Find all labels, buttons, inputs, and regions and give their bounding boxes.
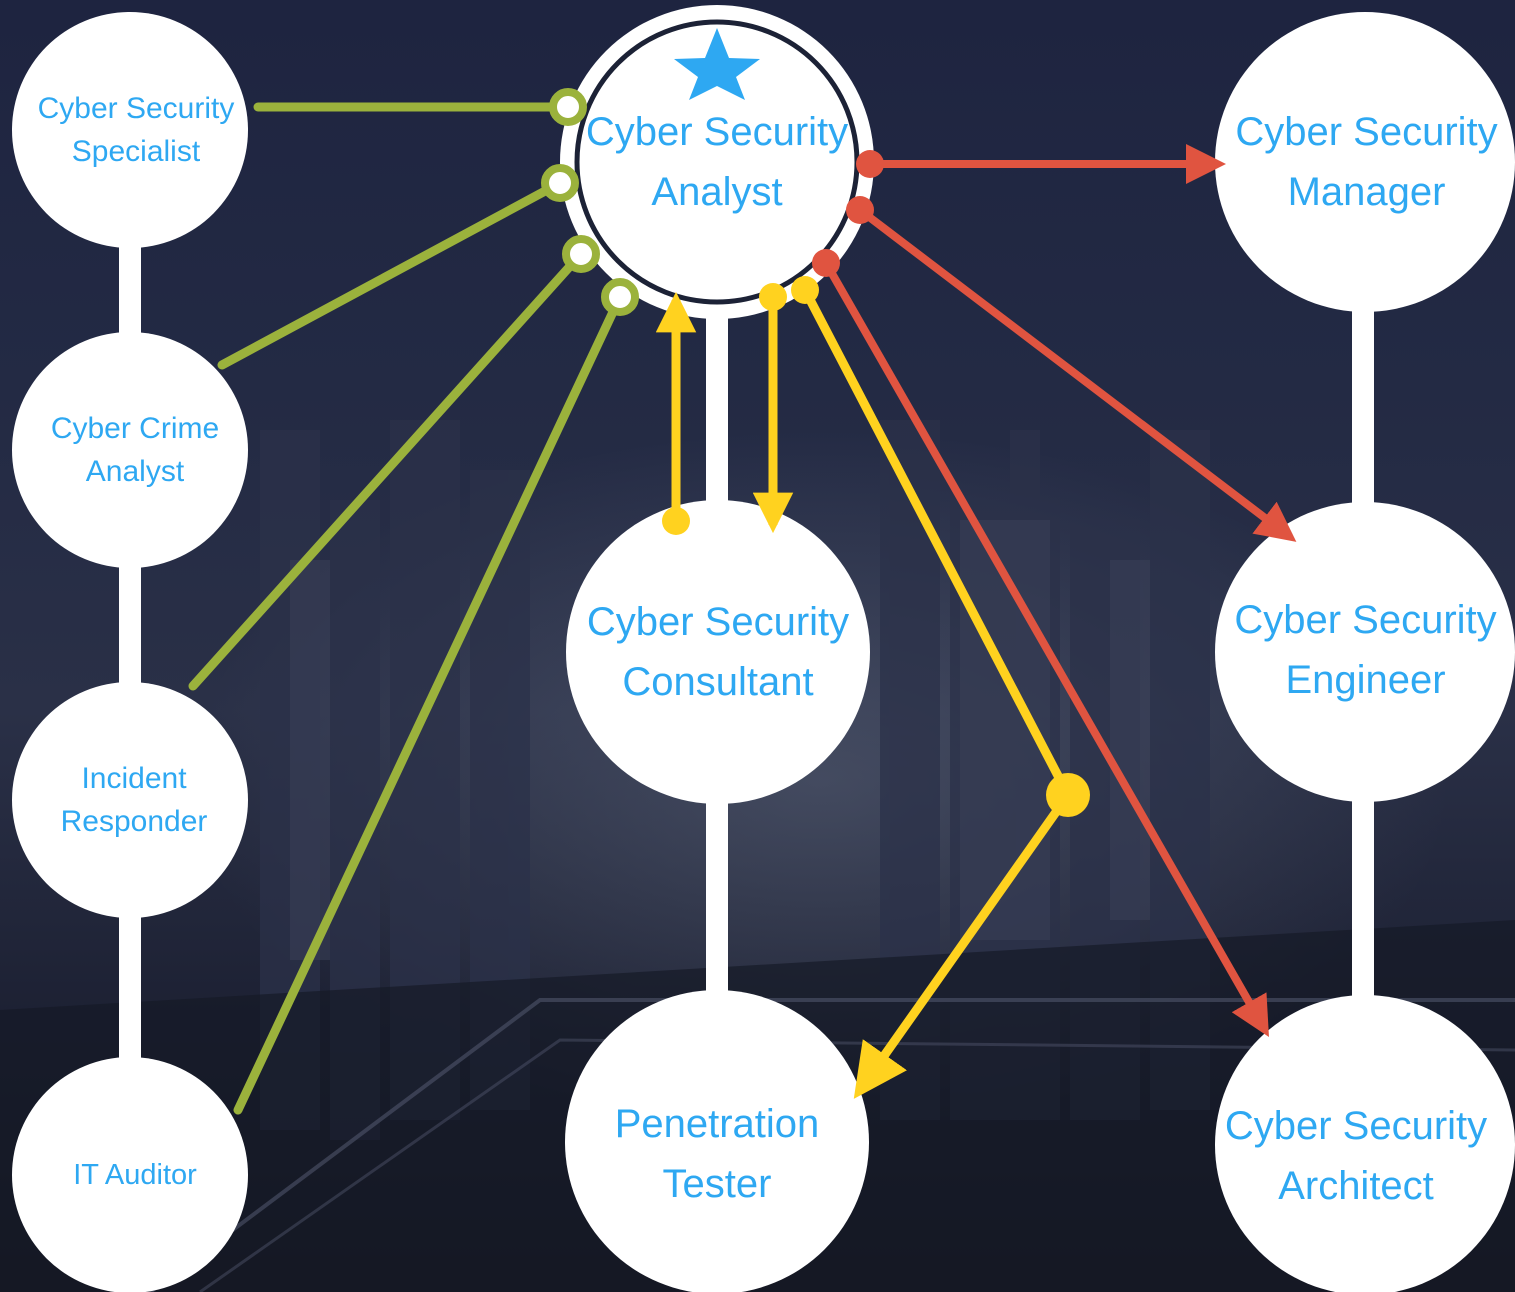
red-links <box>822 144 1297 1037</box>
crime-analyst-label: Cyber Crime Analyst <box>50 411 220 489</box>
node-circles <box>12 12 1515 1292</box>
architect-node <box>1215 995 1515 1292</box>
consultant-node <box>566 500 870 804</box>
analyst-label: Cyber Security Analyst <box>585 110 849 214</box>
manager-node <box>1215 12 1515 312</box>
red-link-endpoints <box>812 150 884 277</box>
incident-responder-node <box>12 682 248 918</box>
specialist-label: Cyber Security Specialist <box>37 91 235 169</box>
architect-label: Cyber Security Architect <box>1224 1104 1488 1208</box>
penetration-tester-node <box>565 990 869 1292</box>
specialist-node <box>12 12 248 248</box>
engineer-node <box>1215 502 1515 802</box>
green-link-incident-responder <box>188 249 586 691</box>
it-auditor-node <box>12 1057 248 1292</box>
yellow-links <box>655 287 1072 1099</box>
green-link-endpoints <box>541 88 639 316</box>
green-link-crime-analyst <box>217 178 565 370</box>
red-arrow-architect <box>822 261 1269 1037</box>
consultant-label: Cyber Security Consultant <box>586 600 850 704</box>
yellow-link-endpoints <box>662 276 1090 817</box>
green-link-it-auditor <box>233 292 625 1115</box>
green-links <box>188 102 625 1115</box>
penetration-tester-label: Penetration Tester <box>614 1102 820 1206</box>
manager-label: Cyber Security Manager <box>1235 110 1498 214</box>
incident-responder-label: Incident Responder <box>60 761 208 839</box>
engineer-label: Cyber Security Engineer <box>1234 598 1497 702</box>
yellow-arrow-to-penetration-tester <box>853 792 1072 1099</box>
yellow-link-analyst-to-joint <box>801 287 1072 798</box>
star-icon <box>674 28 760 100</box>
crime-analyst-node <box>12 332 248 568</box>
it-auditor-label: IT Auditor <box>73 1158 197 1191</box>
red-arrow-engineer <box>857 206 1297 542</box>
